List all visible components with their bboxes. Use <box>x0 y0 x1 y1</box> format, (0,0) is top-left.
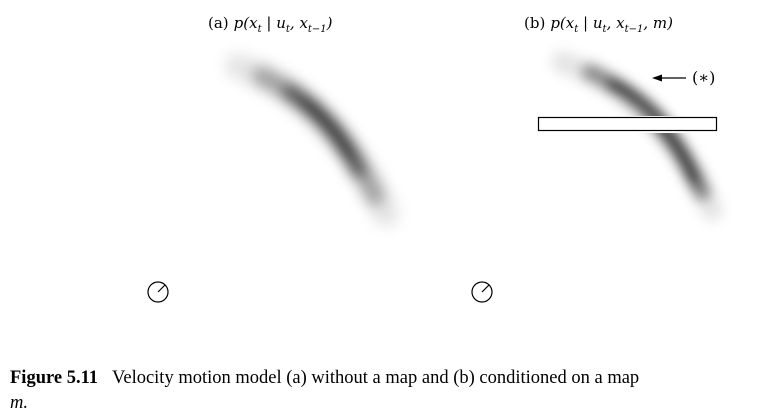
figure-number: Figure 5.11 <box>10 368 99 388</box>
panel-a-label: (a)p(xt | ut, xt−1) <box>208 14 333 35</box>
panel-b-robot-icon <box>471 281 493 303</box>
panel-a-formula-x: , x <box>290 14 309 32</box>
panel-b-prefix: (b) <box>524 14 545 32</box>
figure-caption: Figure 5.11 Velocity motion model (a) wit… <box>10 366 780 416</box>
panel-a-formula-sub2: t <box>286 24 291 35</box>
annotation-arrow <box>652 74 686 82</box>
panel-b-formula-u: | u <box>578 14 602 32</box>
caption-text: Velocity motion model (a) without a map … <box>112 368 640 388</box>
panel-b-density-lower <box>649 133 723 221</box>
panel-b-label: (b)p(xt | ut, xt−1, m) <box>524 14 673 35</box>
panel-b-formula-sub1: t <box>574 24 579 35</box>
panel-b-formula-p: p(x <box>550 14 574 32</box>
caption-tail: m. <box>10 393 28 413</box>
panel-a-formula-sub3: t−1 <box>308 24 327 35</box>
panel-b-formula-x: , x <box>607 14 626 32</box>
panel-b-formula-sub3: t−1 <box>625 24 644 35</box>
annotation-label: (∗) <box>692 68 715 87</box>
panel-a-formula-u: | u <box>262 14 286 32</box>
panel-b-formula-close: , m) <box>643 14 673 32</box>
panel-a-formula-sub1: t <box>258 24 263 35</box>
panel-b-density-upper <box>551 51 666 116</box>
panel-a-formula-close: ) <box>326 14 333 32</box>
panel-a-density <box>225 53 399 227</box>
panel-a-prefix: (a) <box>208 14 229 32</box>
panel-b-formula-sub2: t <box>603 24 608 35</box>
figure-canvas: (a)p(xt | ut, xt−1) (b)p(xt | ut, xt−1, … <box>147 14 723 303</box>
panel-a-formula-p: p(x <box>234 14 258 32</box>
panel-a-robot-icon <box>147 281 169 303</box>
map-obstacle <box>537 116 718 132</box>
